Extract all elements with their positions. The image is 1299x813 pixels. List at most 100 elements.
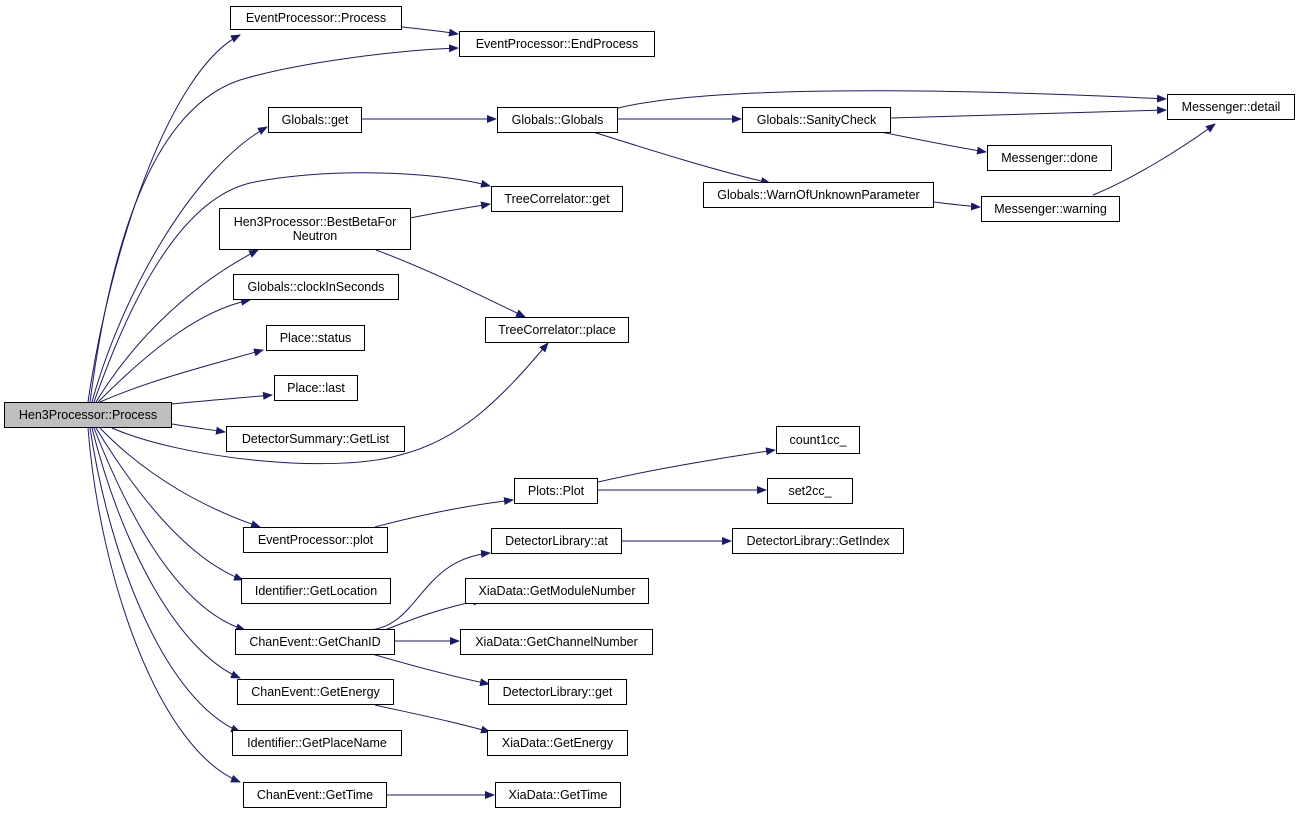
node-label: DetectorSummary::GetList <box>241 432 390 446</box>
node-label: DetectorLibrary::GetIndex <box>746 534 890 548</box>
node-label: Messenger::warning <box>994 202 1107 216</box>
node-label: EventProcessor::EndProcess <box>475 37 639 51</box>
edge-plots-plot-count1cc <box>597 447 776 483</box>
node-globals-clockinseconds[interactable]: Globals::clockInSeconds <box>233 274 399 300</box>
node-label: set2cc_ <box>788 484 832 498</box>
node-messenger-warning[interactable]: Messenger::warning <box>981 196 1120 222</box>
node-label: TreeCorrelator::get <box>504 192 610 206</box>
node-label: Plots::Plot <box>527 484 585 498</box>
edge-bestbeta-tc-get <box>409 201 491 219</box>
edge-root-ce-getenergy <box>91 427 241 679</box>
node-label-line-2: Neutron <box>292 229 338 243</box>
node-label: EventProcessor::Process <box>245 11 387 25</box>
edge-ce-getchanid-xia-module <box>384 597 483 631</box>
node-eventprocessor-plot[interactable]: EventProcessor::plot <box>243 527 388 553</box>
edge-globals-warn-messenger-warning <box>933 201 981 211</box>
edge-ep-process-ep-endprocess <box>401 26 459 37</box>
node-label: count1cc_ <box>789 433 847 447</box>
node-label: ChanEvent::GetEnergy <box>251 685 380 699</box>
node-label: Messenger::detail <box>1181 100 1281 114</box>
node-label: Globals::clockInSeconds <box>247 280 385 294</box>
node-label: Messenger::done <box>1001 151 1098 165</box>
node-label: ChanEvent::GetChanID <box>249 635 381 649</box>
node-label: ChanEvent::GetTime <box>256 788 374 802</box>
node-identifier-getplacename[interactable]: Identifier::GetPlaceName <box>232 730 402 756</box>
node-eventprocessor-process[interactable]: EventProcessor::Process <box>230 6 402 30</box>
node-label: Hen3Processor::Process <box>18 408 158 422</box>
node-plots-plot[interactable]: Plots::Plot <box>514 478 598 504</box>
edge-root-bestbeta <box>95 249 259 403</box>
node-messenger-detail[interactable]: Messenger::detail <box>1167 94 1295 120</box>
node-label: Globals::SanityCheck <box>756 113 877 127</box>
node-label: Place::last <box>287 381 345 395</box>
node-label: DetectorLibrary::at <box>505 534 608 548</box>
edge-bestbeta-tc-place <box>375 249 526 318</box>
edge-ce-getchanid-dl-get <box>371 653 490 687</box>
node-set2cc[interactable]: set2cc_ <box>767 478 853 504</box>
node-label: Globals::get <box>281 113 349 127</box>
edge-globals-globals-globals-warn <box>589 130 771 185</box>
node-label: XiaData::GetChannelNumber <box>475 635 638 649</box>
node-globals-sanitycheck[interactable]: Globals::SanityCheck <box>742 107 891 133</box>
node-label: DetectorLibrary::get <box>502 685 613 699</box>
node-identifier-getlocation[interactable]: Identifier::GetLocation <box>241 578 391 604</box>
node-label: Identifier::GetPlaceName <box>247 736 387 750</box>
node-label-line-1: Hen3Processor::BestBetaFor <box>233 215 397 229</box>
edge-root-globals-get <box>91 126 268 403</box>
node-detectorsummary-getlist[interactable]: DetectorSummary::GetList <box>226 426 405 452</box>
node-eventprocessor-endprocess[interactable]: EventProcessor::EndProcess <box>459 31 655 57</box>
edge-messenger-warning-messenger-detail <box>1092 123 1216 196</box>
node-label: Globals::Globals <box>511 113 604 127</box>
edge-root-ep-plot <box>99 427 261 528</box>
node-treecorrelator-place[interactable]: TreeCorrelator::place <box>485 317 629 343</box>
node-xiadata-getmodulenumber[interactable]: XiaData::GetModuleNumber <box>465 578 649 604</box>
node-detectorlibrary-at[interactable]: DetectorLibrary::at <box>491 528 622 554</box>
node-chanevent-gettime[interactable]: ChanEvent::GetTime <box>243 782 387 808</box>
node-label: XiaData::GetTime <box>508 788 608 802</box>
node-detectorlibrary-getindex[interactable]: DetectorLibrary::GetIndex <box>732 528 904 554</box>
edge-root-tc-place <box>111 342 549 465</box>
node-xiadata-getchannelnumber[interactable]: XiaData::GetChannelNumber <box>460 629 653 655</box>
node-detectorlibrary-get[interactable]: DetectorLibrary::get <box>488 679 627 705</box>
edge-root-clock <box>97 297 251 403</box>
node-label: Place::status <box>279 331 352 345</box>
edge-root-ce-gettime <box>87 427 241 783</box>
edge-root-tc-get <box>93 172 491 403</box>
node-xiadata-gettime[interactable]: XiaData::GetTime <box>495 782 621 808</box>
node-place-last[interactable]: Place::last <box>274 375 358 401</box>
edge-globals-sanity-messenger-detail <box>890 106 1167 119</box>
node-label: EventProcessor::plot <box>257 533 374 547</box>
node-label: XiaData::GetEnergy <box>501 736 614 750</box>
edge-ce-getenergy-xia-energy <box>374 704 491 734</box>
node-place-status[interactable]: Place::status <box>266 325 365 351</box>
node-label: TreeCorrelator::place <box>498 323 616 337</box>
edge-root-place-last <box>171 391 273 405</box>
node-globals-globals[interactable]: Globals::Globals <box>497 107 618 133</box>
edge-root-ep-endprocess <box>89 44 459 403</box>
edge-root-id-getlocation <box>95 427 244 581</box>
node-label: Globals::WarnOfUnknownParameter <box>717 188 920 202</box>
edge-root-ep-process <box>87 34 241 403</box>
edge-root-ce-getchanid <box>93 427 246 632</box>
edge-globals-globals-messenger-detail <box>617 90 1167 109</box>
edge-root-id-getplacename <box>89 427 241 733</box>
node-messenger-done[interactable]: Messenger::done <box>987 145 1112 171</box>
edge-ep-plot-plots-plot <box>374 497 514 528</box>
edge-root-ds-getlist <box>171 423 226 435</box>
node-hen3processor-process[interactable]: Hen3Processor::Process <box>4 402 172 428</box>
edge-ce-getchanid-dl-at <box>369 549 491 631</box>
edge-globals-sanity-messenger-done <box>875 130 987 155</box>
node-chanevent-getenergy[interactable]: ChanEvent::GetEnergy <box>237 679 394 705</box>
node-globals-warnofunknownparameter[interactable]: Globals::WarnOfUnknownParameter <box>703 182 934 208</box>
node-count1cc[interactable]: count1cc_ <box>776 426 860 454</box>
edge-root-place-status <box>99 348 264 403</box>
node-label: Identifier::GetLocation <box>254 584 378 598</box>
node-treecorrelator-get[interactable]: TreeCorrelator::get <box>491 186 623 212</box>
node-xiadata-getenergy[interactable]: XiaData::GetEnergy <box>487 730 628 756</box>
node-label: XiaData::GetModuleNumber <box>478 584 636 598</box>
node-globals-get[interactable]: Globals::get <box>268 107 362 133</box>
node-chanevent-getchanid[interactable]: ChanEvent::GetChanID <box>235 629 395 655</box>
